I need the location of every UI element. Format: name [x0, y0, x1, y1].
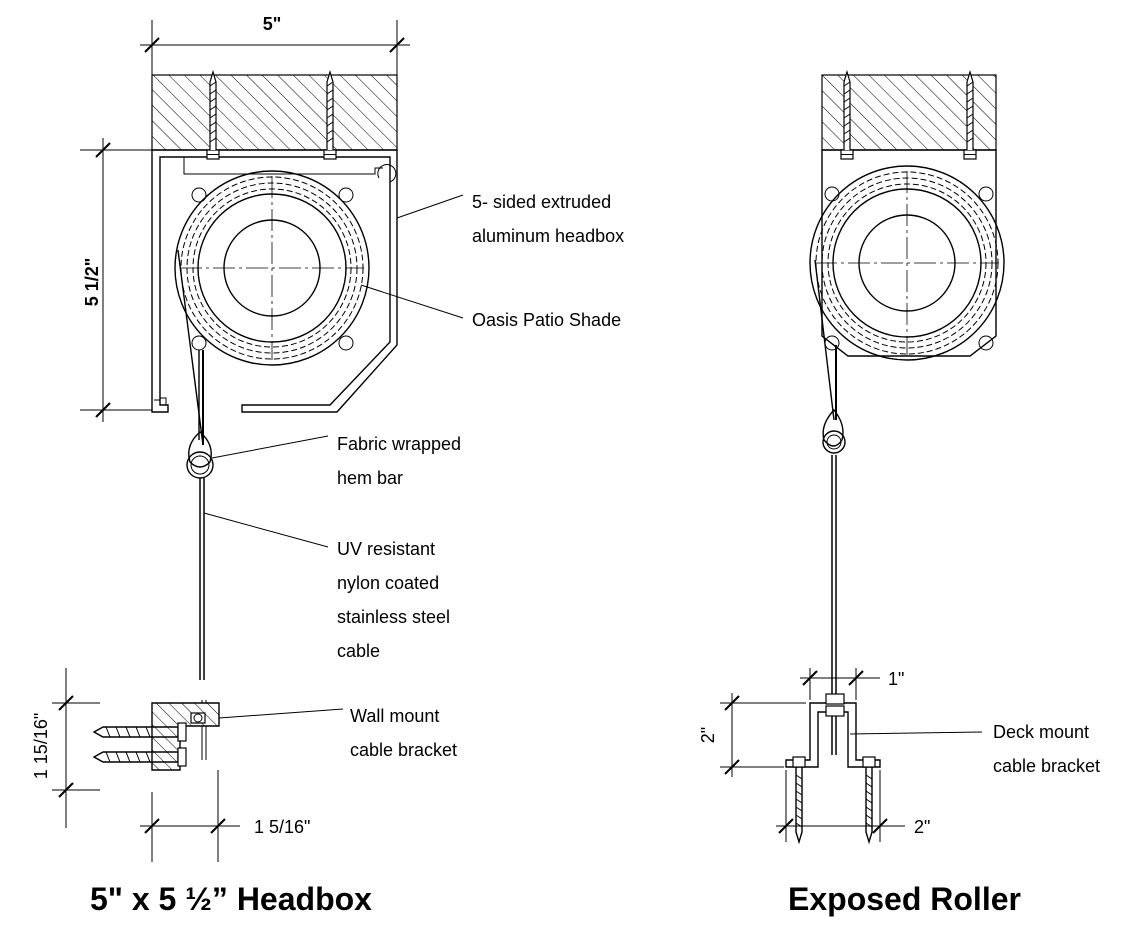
headbox-callout-line2: aluminum headbox — [472, 226, 624, 246]
bracket-top-dimension: 1" — [800, 668, 904, 700]
cable-callout-line2: nylon coated — [337, 573, 439, 593]
left-leaders — [203, 194, 464, 719]
deck-bracket-callout-line2: cable bracket — [993, 756, 1100, 776]
bracket-base-label: 2" — [914, 817, 930, 837]
bracket-height-label-right: 2" — [698, 727, 718, 743]
wall-bracket-callout-line1: Wall mount — [350, 706, 439, 726]
fabric-and-hem-bar — [177, 249, 214, 479]
height-dimension-label: 5 1/2" — [82, 258, 102, 307]
bracket-height-dimension: 1 15/16" — [31, 668, 100, 828]
width-dimension: 5" — [140, 14, 410, 75]
bracket-height-dimension-right: 2" — [698, 693, 806, 777]
hem-bar-callout-line1: Fabric wrapped — [337, 434, 461, 454]
hem-bar-callout-line2: hem bar — [337, 468, 403, 488]
cable-right — [831, 455, 837, 696]
wall-bracket-callout-line2: cable bracket — [350, 740, 457, 760]
deck-mount-bracket — [785, 693, 881, 845]
headbox — [151, 149, 398, 413]
cable-callout-line3: stainless steel — [337, 607, 450, 627]
mounting-plate — [821, 149, 997, 357]
bracket-top-label: 1" — [888, 669, 904, 689]
bracket-base-dimension: 2" — [776, 770, 930, 842]
headbox-callout-line1: 5- sided extruded — [472, 192, 611, 212]
height-dimension: 5 1/2" — [80, 138, 152, 422]
fabric-and-hem-bar-right — [814, 259, 846, 454]
bracket-depth-label: 1 5/16" — [254, 817, 310, 837]
bracket-height-label: 1 15/16" — [31, 713, 51, 779]
ceiling-section — [151, 74, 398, 151]
cable-callout-line1: UV resistant — [337, 539, 435, 559]
shade-callout: Oasis Patio Shade — [472, 310, 621, 330]
wall-mount-bracket — [92, 702, 220, 771]
shade-roller — [174, 170, 370, 366]
deck-bracket-callout-line1: Deck mount — [993, 722, 1089, 742]
width-dimension-label: 5" — [263, 14, 282, 34]
right-assembly: 1" 2" 2" Deck mount cable bracket Expose… — [698, 71, 1100, 917]
left-assembly: 5" 5 1/2" — [31, 14, 624, 917]
exposed-roller — [809, 165, 1005, 361]
right-title: Exposed Roller — [788, 881, 1021, 917]
left-title: 5" x 5 ½” Headbox — [90, 881, 372, 917]
bracket-depth-dimension: 1 5/16" — [140, 770, 310, 862]
cable-callout-line4: cable — [337, 641, 380, 661]
